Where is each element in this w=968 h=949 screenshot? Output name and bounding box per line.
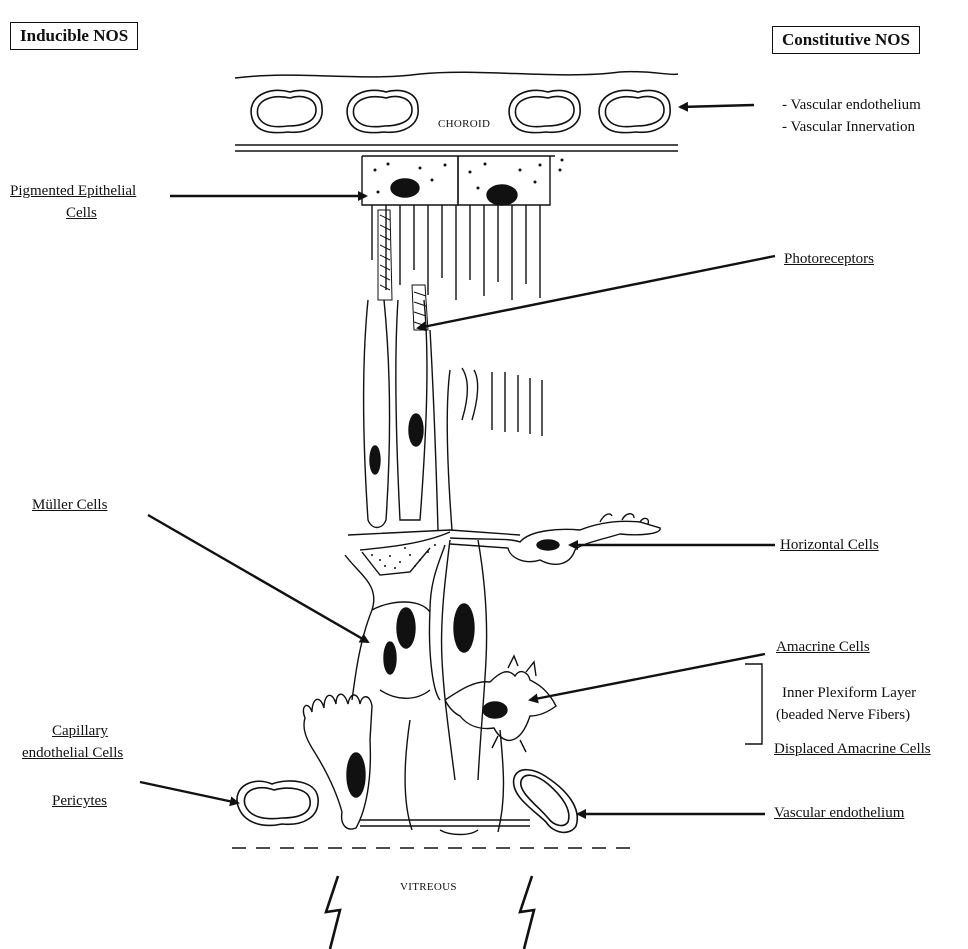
ganglion-cell <box>303 694 372 829</box>
arrow-vascular-endothelium <box>680 105 754 107</box>
capillary-right <box>514 770 578 833</box>
vascular-innervation-label: - Vascular Innervation <box>782 118 915 136</box>
vascular-endothelium-label: - Vascular endothelium <box>782 96 921 114</box>
rpe-nucleus <box>391 179 419 197</box>
capillary-label: Capillary <box>52 722 108 740</box>
pointer-arrows <box>140 105 775 814</box>
pigmented-epithelial-label-cells: Cells <box>66 204 97 222</box>
choroid-label: CHOROID <box>438 115 490 133</box>
choroid-layer <box>235 72 678 151</box>
pigment-epithelium <box>362 156 564 300</box>
photoreceptors-label: Photoreceptors <box>784 250 874 268</box>
choroid-vessel <box>509 90 580 132</box>
inner-plexiform-label: Inner Plexiform Layer <box>782 684 916 702</box>
inducible-nos-header: Inducible NOS <box>10 22 138 50</box>
arrow-muller-cells <box>148 515 368 642</box>
capillary-endothelial-label: endothelial Cells <box>22 744 123 762</box>
choroid-vessel <box>347 90 418 132</box>
pericytes-label: Pericytes <box>52 792 107 810</box>
displaced-amacrine-label: Displaced Amacrine Cells <box>774 740 931 758</box>
amacrine-cells-label: Amacrine Cells <box>776 638 870 656</box>
vitreous-label: VITREOUS <box>400 878 457 896</box>
muller-cells-label: Müller Cells <box>32 496 107 514</box>
beaded-nerve-fibers-label: (beaded Nerve Fibers) <box>776 706 910 724</box>
choroid-vessel <box>599 90 670 132</box>
arrow-photoreceptors <box>418 256 775 328</box>
choroid-vessel <box>251 90 322 132</box>
photoreceptor-cells <box>364 300 543 530</box>
vascular-endothelium-bottom-label: Vascular endothelium <box>774 804 904 822</box>
outer-plexiform <box>348 530 520 575</box>
bipolar-cell <box>360 540 530 835</box>
arrow-amacrine-cells <box>530 654 765 700</box>
capillary-vessels <box>237 770 577 833</box>
constitutive-nos-header: Constitutive NOS <box>772 26 920 54</box>
arrow-pericytes <box>140 782 238 803</box>
rpe-nucleus <box>487 185 517 205</box>
ipl-bracket <box>745 664 762 744</box>
pigmented-epithelial-label: Pigmented Epithelial <box>10 182 136 200</box>
horizontal-cells-label: Horizontal Cells <box>780 536 879 554</box>
horizontal-cell <box>450 514 660 565</box>
capillary-left <box>237 781 318 825</box>
